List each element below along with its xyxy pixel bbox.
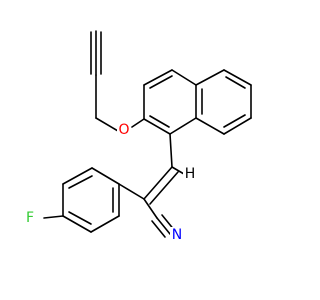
alkyne-triple-bond: [90, 30, 102, 76]
carbon-fluorine-bond: [43, 215, 64, 219]
fluorine-atom-label: F: [26, 210, 34, 226]
molecule-canvas: O H N F: [25, 30, 252, 243]
nitrogen-atom-label: N: [172, 227, 182, 243]
propargyl-bond-2: [95, 117, 119, 132]
hydrogen-atom-label: H: [185, 166, 196, 182]
naphthyl-vinyl-bond: [169, 133, 173, 168]
vinyl-aryl-bond: [118, 183, 145, 200]
vinyl-h-bond: [171, 166, 185, 175]
fluorophenyl-ring: [62, 167, 120, 233]
oxygen-atom-label: O: [118, 122, 129, 138]
ether-bond: [131, 118, 145, 128]
naphthalene-right-ring: [195, 69, 252, 135]
nitrile-carbon-bond: [143, 198, 158, 219]
naphthalene-left-ring: [143, 69, 197, 135]
molecule-structure: O H N F: [25, 30, 252, 243]
vinyl-double-bond: [143, 166, 179, 205]
